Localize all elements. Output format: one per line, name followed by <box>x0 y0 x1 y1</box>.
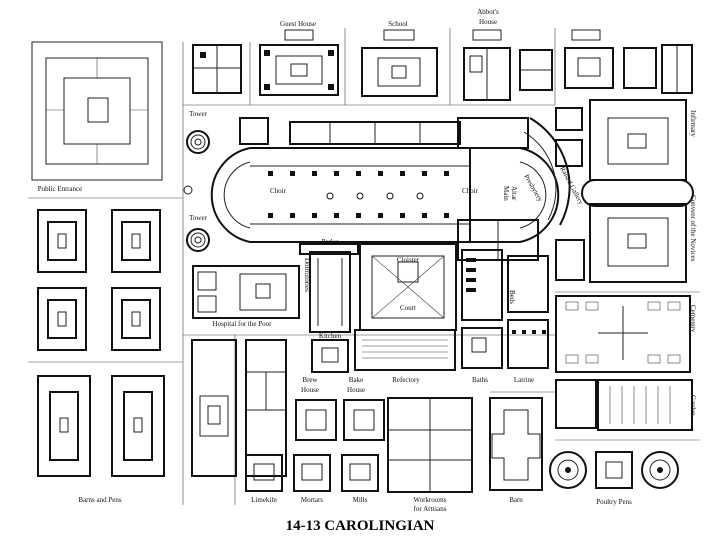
label-kitchen: Kitchen <box>319 332 342 340</box>
top-row-buildings <box>192 29 693 101</box>
label-workrooms-line2: for Artisans <box>414 505 447 513</box>
label-barns-and-pens: Barns and Pens <box>78 496 121 504</box>
figure-caption: 14-13 CAROLINGIAN <box>285 518 435 534</box>
infirmary-novices <box>555 99 694 283</box>
label-choir-east: Choir <box>462 187 479 195</box>
public-entrance-square <box>31 41 163 181</box>
label-school: School <box>388 20 408 28</box>
label-abbots-house-line2: House <box>479 18 497 26</box>
label-barn: Barn <box>509 496 523 504</box>
hospital <box>192 265 300 319</box>
label-choir-west: Choir <box>270 187 287 195</box>
label-latrine: Latrine <box>514 376 534 384</box>
label-poultry-pens: Poultry Pens <box>596 498 632 506</box>
label-public-entrance: Public Entrance <box>38 185 83 193</box>
label-court: Court <box>400 304 416 312</box>
label-tower-top: Tower <box>189 110 207 118</box>
label-brew-house-line1: Brew <box>302 376 318 384</box>
label-raised-gallery: Raised Gallery <box>558 165 585 206</box>
bottom-row-buildings <box>245 379 693 493</box>
label-main-altar-line1: Main <box>502 186 510 201</box>
label-parlor: Parlor <box>321 238 339 246</box>
lower-left-buildings <box>191 339 385 477</box>
label-cemetery: Cemetery <box>689 305 697 333</box>
label-baths: Baths <box>472 376 488 384</box>
label-bake-house-line1: Bake <box>349 376 363 384</box>
label-main-altar-line2: Altar <box>510 186 518 201</box>
label-workrooms-line1: Workrooms <box>414 496 447 504</box>
label-mills: Mills <box>353 496 368 504</box>
barns-grid <box>37 209 165 477</box>
label-mortars: Mortars <box>301 496 323 504</box>
cloister-area <box>309 243 549 333</box>
label-infirmary: Infirmary <box>689 110 697 137</box>
label-garden: Garden <box>689 395 697 416</box>
label-convent-of-novices: Convent of the Novices <box>689 195 697 262</box>
label-dormitories: Dormitories <box>303 258 311 292</box>
label-limekiln: Limekiln <box>251 496 277 504</box>
label-refectory: Refectory <box>392 376 420 384</box>
label-tower-bottom: Tower <box>189 214 207 222</box>
cemetery <box>555 295 691 373</box>
label-brew-house-line2: House <box>301 386 319 394</box>
label-beds: Beds <box>508 290 516 304</box>
label-hospital-for-the-poor: Hospital for the Poor <box>213 320 273 328</box>
label-abbots-house-line1: Abbot's <box>477 8 499 16</box>
label-bake-house-line2: House <box>347 386 365 394</box>
label-cloister: Cloister <box>397 256 420 264</box>
church <box>210 117 571 261</box>
refectory-row <box>311 319 549 373</box>
towers <box>183 130 210 252</box>
label-guest-house: Guest House <box>280 20 316 28</box>
